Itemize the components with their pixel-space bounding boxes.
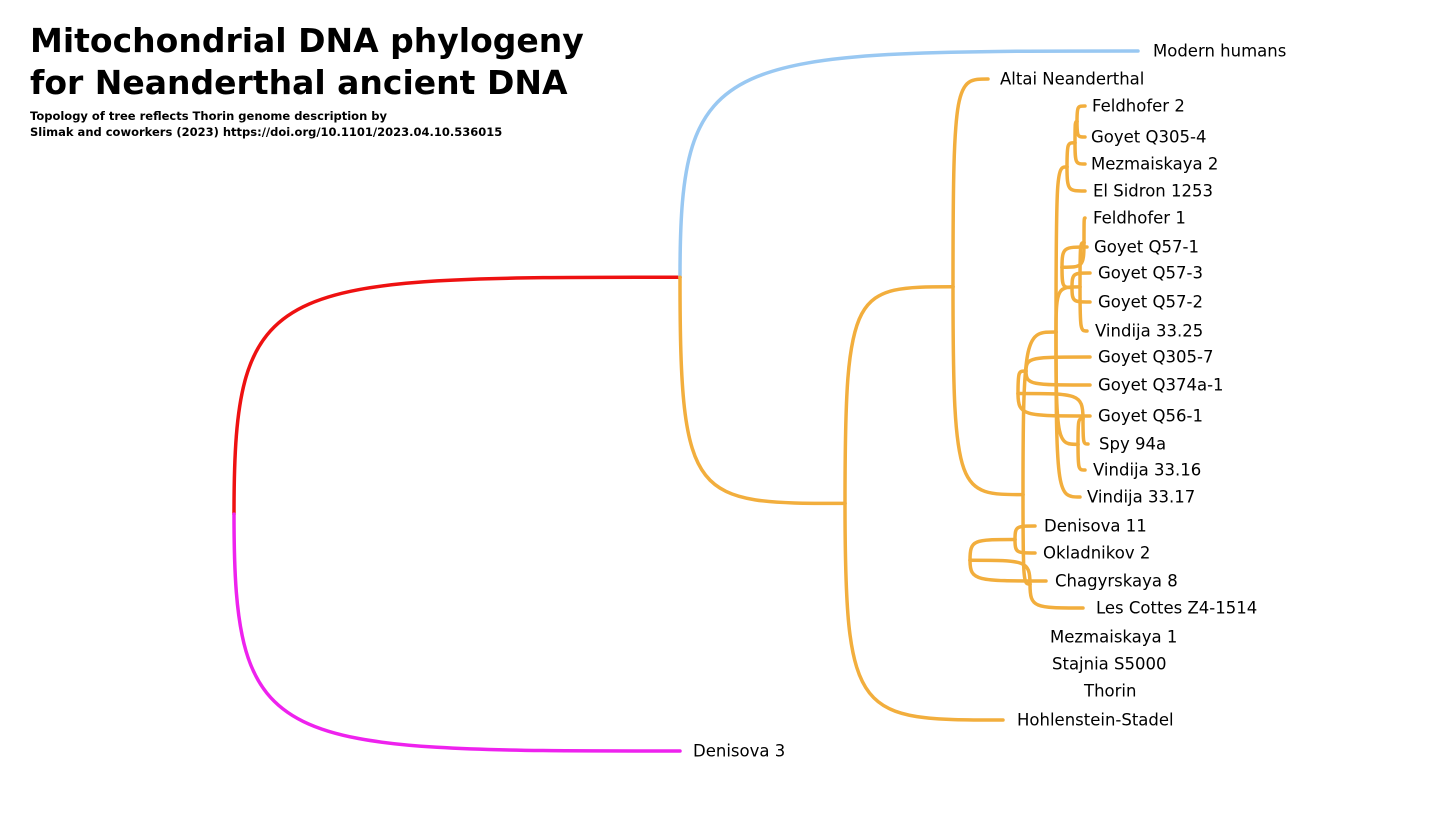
- tree-branch-4: [951, 77, 990, 289]
- leaf-label-goyet-q374a-1: Goyet Q374a-1: [1098, 376, 1224, 395]
- tree-branch-34: [968, 558, 1032, 586]
- tree-branches: [232, 49, 1140, 753]
- leaf-label-mezmaiskaya-1: Mezmaiskaya 1: [1050, 628, 1177, 647]
- leaf-label-goyet-q305-7: Goyet Q305-7: [1098, 348, 1213, 367]
- tree-branch-33: [1021, 492, 1032, 586]
- leaf-label-les-cottes-z4-1514: Les Cottes Z4-1514: [1096, 599, 1257, 618]
- tree-branch-28: [1024, 369, 1092, 387]
- diagram-title: Mitochondrial DNA phylogeny for Neandert…: [30, 20, 584, 104]
- leaf-label-goyet-q57-2: Goyet Q57-2: [1098, 293, 1203, 312]
- leaf-label-goyet-q305-4: Goyet Q305-4: [1091, 128, 1206, 147]
- tree-branch-29: [1016, 391, 1092, 418]
- leaf-label-el-sidron-1253: El Sidron 1253: [1093, 182, 1213, 201]
- tree-branch-3: [843, 285, 955, 506]
- tree-branch-25: [1016, 391, 1085, 421]
- leaf-label-goyet-q56-1: Goyet Q56-1: [1098, 407, 1203, 426]
- tree-branch-22: [1078, 285, 1089, 333]
- tree-branch-37: [1013, 537, 1037, 555]
- leaf-label-denisova-3: Denisova 3: [693, 742, 785, 761]
- tree-branch-39: [1028, 582, 1085, 610]
- title-line-2: for Neanderthal ancient DNA: [30, 63, 568, 102]
- leaf-label-mezmaiskaya-2: Mezmaiskaya 2: [1091, 155, 1218, 174]
- tree-branch-45: [843, 501, 1005, 722]
- tree-branch-5: [951, 285, 1025, 497]
- tree-branch-1: [678, 49, 1140, 279]
- leaf-label-spy-94a: Spy 94a: [1099, 435, 1166, 454]
- tree-branch-6: [1021, 330, 1058, 497]
- tree-branch-32: [1054, 330, 1082, 499]
- leaf-label-feldhofer-2: Feldhofer 2: [1092, 97, 1185, 116]
- leaf-label-vindija-33-25: Vindija 33.25: [1095, 322, 1203, 341]
- tree-branch-27: [1024, 355, 1092, 373]
- leaf-label-altai-neanderthal: Altai Neanderthal: [1000, 70, 1144, 89]
- subtitle-line-1: Topology of tree reflects Thorin genome …: [30, 109, 387, 123]
- tree-branch-12: [1073, 141, 1087, 166]
- tree-branch-13: [1065, 165, 1087, 193]
- tree-branch-11: [1075, 119, 1087, 139]
- tree-branch-36: [1013, 524, 1037, 542]
- leaf-label-modern-humans: Modern humans: [1153, 42, 1286, 61]
- tree-branch-23: [1054, 330, 1080, 447]
- leaf-label-vindija-33-16: Vindija 33.16: [1093, 461, 1201, 480]
- tree-branch-7: [1054, 165, 1069, 334]
- leaf-label-okladnikov-2: Okladnikov 2: [1043, 544, 1150, 563]
- tree-branch-31: [1076, 442, 1087, 472]
- diagram-subtitle: Topology of tree reflects Thorin genome …: [30, 108, 502, 140]
- tree-branch-30: [1081, 417, 1090, 446]
- leaf-label-hohlenstein-stadel: Hohlenstein-Stadel: [1017, 711, 1174, 730]
- tree-branch-2: [678, 275, 847, 506]
- tree-branch-0: [232, 275, 682, 516]
- tree-branch-18: [1060, 245, 1089, 269]
- tree-branch-20: [1070, 271, 1092, 290]
- subtitle-line-2: Slimak and coworkers (2023) https://doi.…: [30, 125, 503, 139]
- leaf-label-feldhofer-1: Feldhofer 1: [1093, 209, 1186, 228]
- leaf-label-vindija-33-17: Vindija 33.17: [1087, 488, 1195, 507]
- leaf-label-stajnia-s5000: Stajnia S5000: [1052, 655, 1167, 674]
- tree-branch-10: [1075, 104, 1087, 124]
- tree-branch-16: [1082, 216, 1087, 245]
- leaf-label-goyet-q57-1: Goyet Q57-1: [1094, 238, 1199, 257]
- leaf-label-denisova-11: Denisova 11: [1044, 517, 1147, 536]
- tree-branch-38: [968, 558, 1048, 583]
- tree-branch-19: [1060, 265, 1074, 290]
- leaf-label-goyet-q57-3: Goyet Q57-3: [1098, 264, 1203, 283]
- title-line-1: Mitochondrial DNA phylogeny: [30, 21, 584, 60]
- tree-branch-35: [968, 537, 1017, 562]
- leaf-label-thorin: Thorin: [1083, 682, 1136, 701]
- tree-branch-46: [232, 512, 682, 753]
- tree-branch-14: [1054, 285, 1082, 334]
- tree-branch-21: [1070, 285, 1092, 304]
- leaf-label-chagyrskaya-8: Chagyrskaya 8: [1055, 572, 1178, 591]
